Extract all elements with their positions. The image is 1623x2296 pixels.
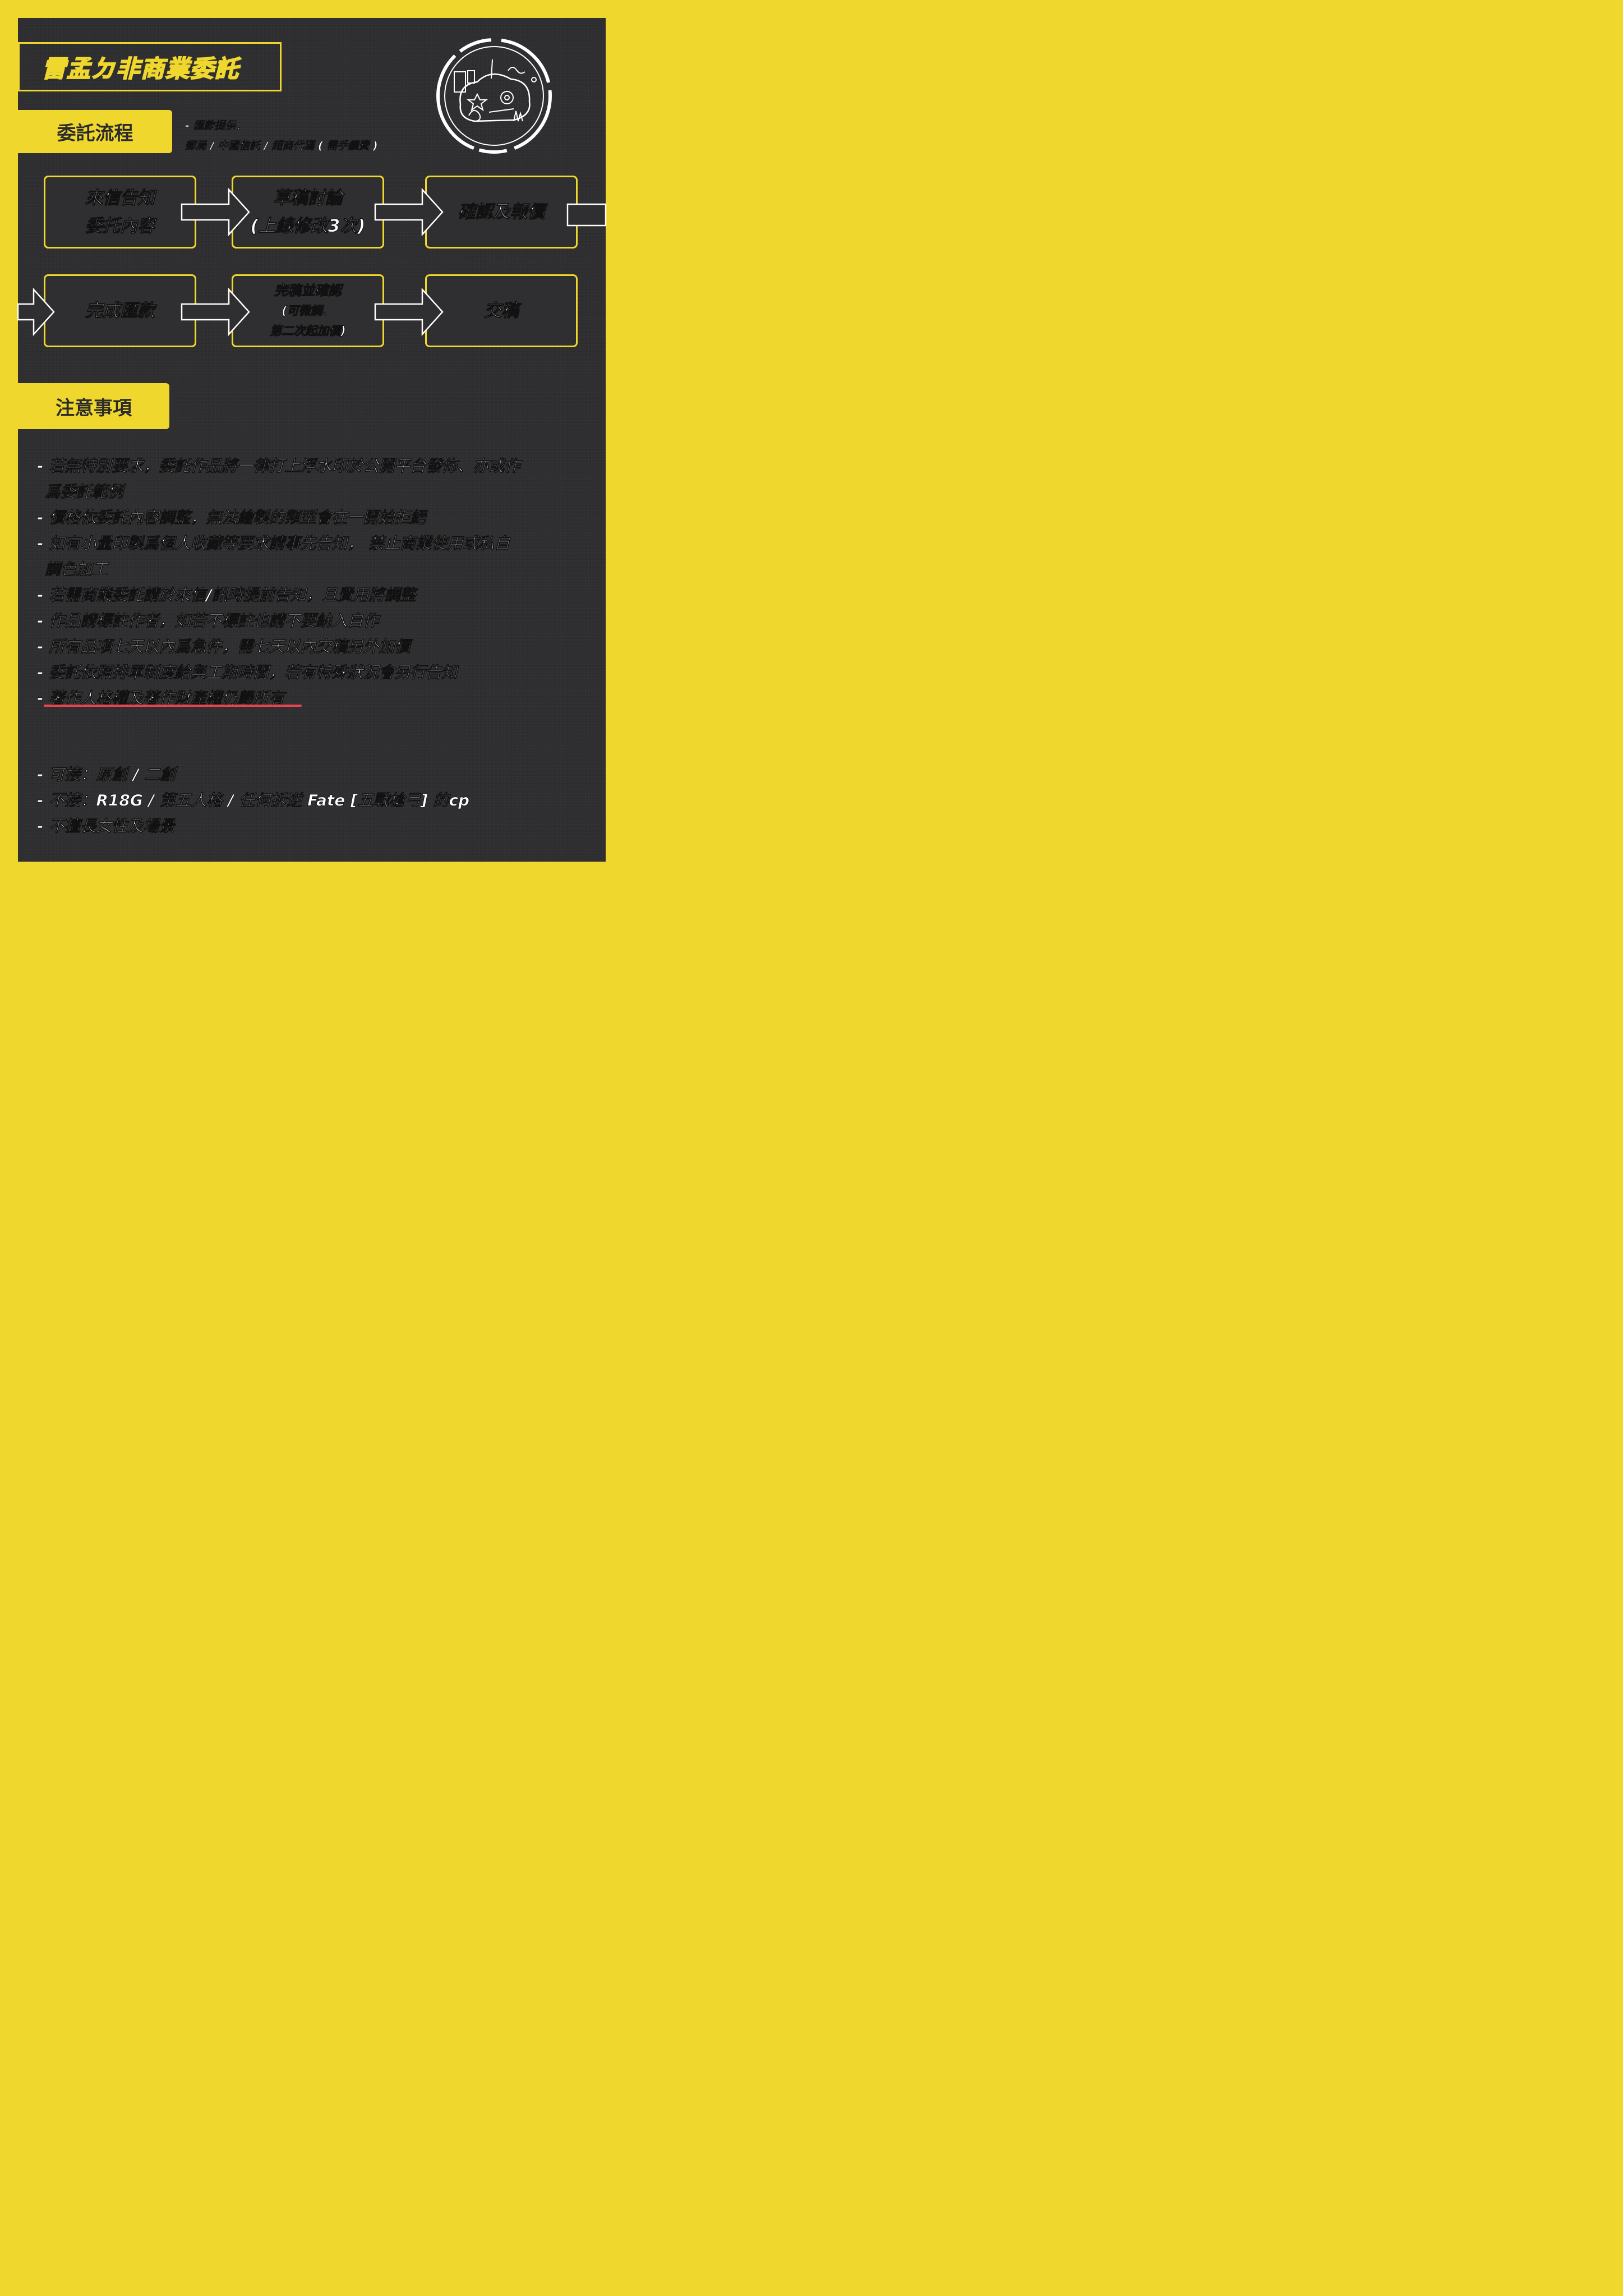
flow-step-text: 完成匯款 bbox=[85, 301, 155, 321]
accept-item: - 可接：原創 / 二創 bbox=[37, 765, 176, 784]
accept-list: - 可接：原創 / 二創 - 不接：R18G / 第五人格 / 任何拆逆 Fat… bbox=[37, 762, 470, 839]
payment-methods: 郵局 / 中國信託 / 超商代碼 ( 需手續費 ) bbox=[185, 140, 378, 153]
payment-note-label: - 匯款提供： bbox=[185, 119, 247, 132]
note-item-continued: 調色加工 bbox=[45, 560, 108, 579]
flow-arrow-icon bbox=[181, 287, 250, 337]
flow-step-delivery: 交稿 bbox=[425, 274, 578, 347]
flow-arrow-icon bbox=[374, 187, 444, 237]
reject-item: - 不接：R18G / 第五人格 / 任何拆逆 Fate [五戰槍弓] 的cp bbox=[37, 791, 470, 810]
flow-step-quote: 確認及報價 bbox=[425, 176, 578, 249]
copyright-underline bbox=[44, 705, 302, 707]
flow-arrow-resume-icon bbox=[17, 287, 55, 337]
flow-step-text: 交稿 bbox=[484, 301, 519, 321]
flow-step-text: 來信告知 bbox=[85, 188, 155, 209]
section-tab-process: 委託流程 bbox=[18, 110, 172, 153]
note-item: - 若無特別要求，委託作品將一律打上浮水印於公開平台發佈、亦或作 bbox=[37, 457, 520, 476]
note-item: - 價格依委託內容調整，無法繪製的類型會在一開始拒絕 bbox=[37, 508, 426, 527]
flow-arrow-continue-icon bbox=[566, 203, 607, 227]
flow-step-inquiry: 來信告知 委托內容 bbox=[44, 176, 196, 249]
payment-note: - 匯款提供： 郵局 / 中國信託 / 超商代碼 ( 需手續費 ) bbox=[185, 116, 378, 156]
note-item: - 所有品項七天以內爲急件，需七天以內交稿另外加價 bbox=[37, 637, 411, 656]
flow-step-payment: 完成匯款 bbox=[44, 274, 196, 347]
flow-step-text: 確認及報價 bbox=[458, 202, 545, 223]
page-title: 雷孟ㄉ非商業委託 bbox=[42, 54, 240, 83]
flow-arrow-icon bbox=[374, 287, 444, 337]
flow-step-draft: 草稿討論 (上線修改3次) bbox=[232, 176, 384, 249]
note-item: - 若需商業委託請於來信/訊時提前告知，且費用將調整 bbox=[37, 586, 416, 605]
section-tab-notes: 注意事項 bbox=[18, 383, 169, 429]
notes-list: - 若無特別要求，委託作品將一律打上浮水印於公開平台發佈、亦或作 爲委託範例 -… bbox=[37, 453, 520, 711]
content-panel bbox=[18, 18, 606, 862]
chibi-character-badge-icon bbox=[436, 38, 552, 154]
weakness-item: - 不擅長女性及場景 bbox=[37, 817, 175, 836]
title-frame: 雷孟ㄉ非商業委託 bbox=[18, 42, 282, 91]
note-item-continued: 爲委託範例 bbox=[45, 482, 124, 501]
flow-step-text: (上線修改3次) bbox=[250, 216, 366, 237]
flow-arrow-icon bbox=[181, 187, 250, 237]
flow-step-text: 草稿討論 bbox=[273, 188, 343, 209]
flow-step-text: 完稿並確認 bbox=[274, 283, 342, 299]
note-item-copyright: - 著作人格權及著作財產權仍歸所有 bbox=[37, 689, 285, 708]
note-item: - 如有小量印製爲個人收藏等要求請事先告知， 禁止商業使用或私自 bbox=[37, 534, 510, 553]
note-item: - 委託依照排單制度給與工期時間，若有特殊狀況會另行告知 bbox=[37, 663, 458, 682]
flow-step-text: 第二次起加價) bbox=[270, 324, 347, 338]
flow-step-finalize: 完稿並確認 (可微調、 第二次起加價) bbox=[232, 274, 384, 347]
note-item: - 作品請標註作者，如若不標註也請不要納入自作 bbox=[37, 611, 379, 631]
flow-step-text: 委托內容 bbox=[85, 216, 155, 237]
flow-step-text: (可微調、 bbox=[282, 304, 335, 318]
